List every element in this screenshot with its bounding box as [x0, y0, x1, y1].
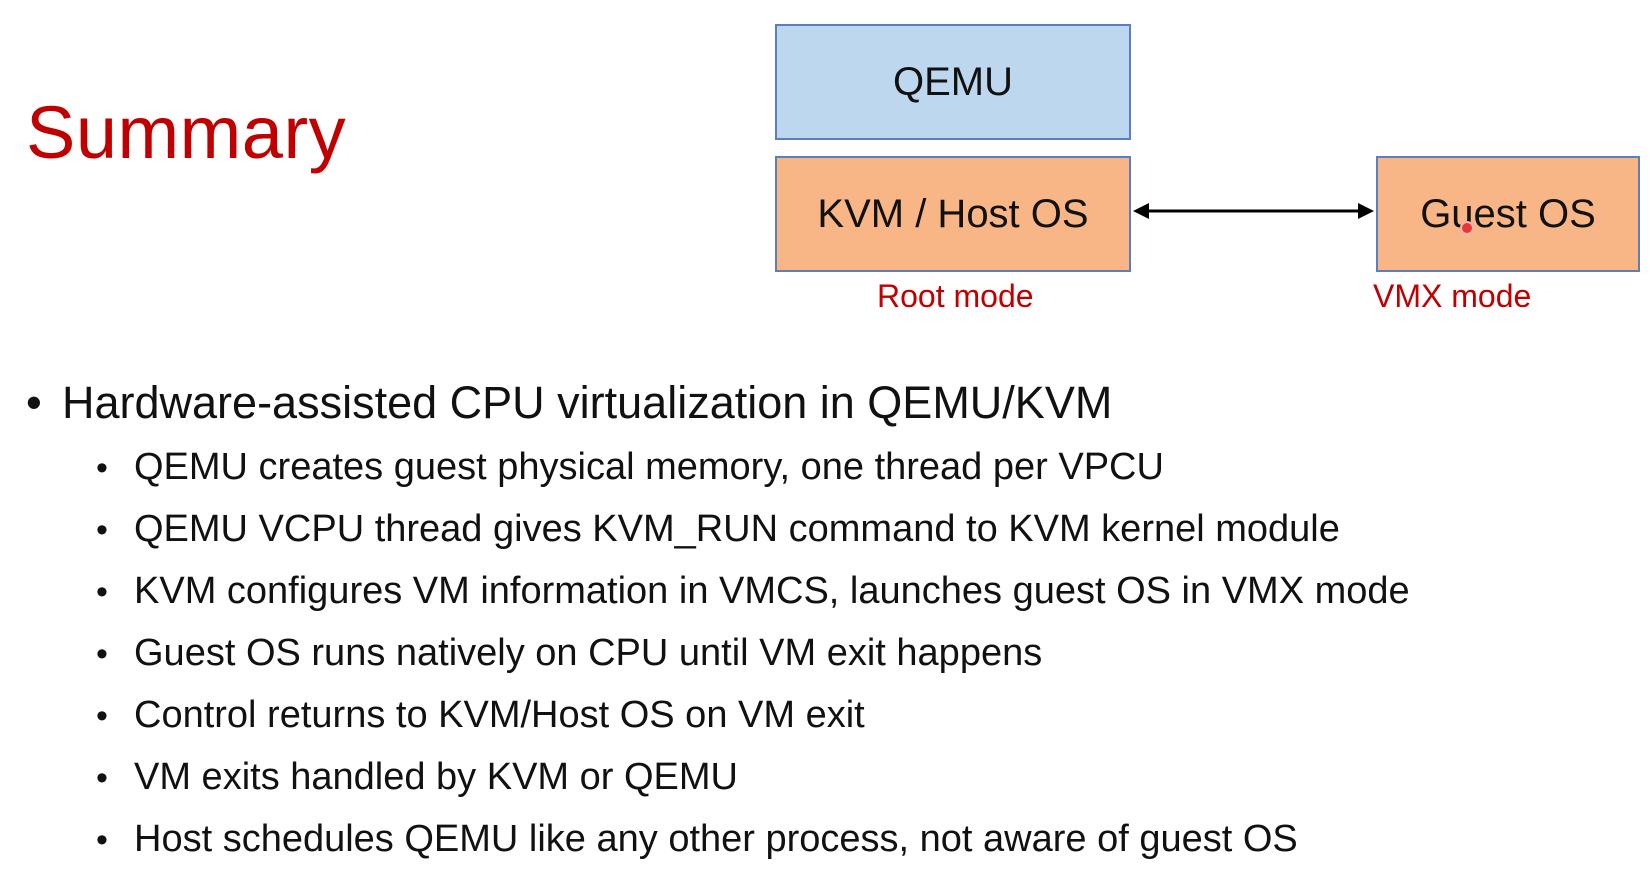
- bullet-dot-icon: •: [96, 821, 108, 859]
- bullet-dot-icon: •: [96, 635, 108, 673]
- bullet-dot-icon: •: [96, 511, 108, 549]
- pointer-dot-icon: [1460, 221, 1474, 235]
- sub-bullet: • QEMU VCPU thread gives KVM_RUN command…: [96, 508, 1410, 571]
- sub-bullet-text: Host schedules QEMU like any other proce…: [134, 818, 1298, 860]
- arrow-head-right: [1358, 203, 1374, 219]
- slide-title: Summary: [26, 91, 347, 174]
- kvm-host-os-box-label: KVM / Host OS: [817, 191, 1089, 236]
- sub-bullet-text: VM exits handled by KVM or QEMU: [134, 756, 738, 798]
- vmx-mode-label: VMX mode: [1373, 278, 1532, 314]
- sub-bullet: • Control returns to KVM/Host OS on VM e…: [96, 694, 1410, 757]
- bullet-dot-icon: •: [26, 377, 42, 428]
- kvm-host-os-box: KVM / Host OS: [775, 156, 1131, 272]
- sub-bullet: • QEMU creates guest physical memory, on…: [96, 446, 1410, 509]
- sub-bullet-text: QEMU VCPU thread gives KVM_RUN command t…: [134, 508, 1340, 550]
- bullet-dot-icon: •: [96, 697, 108, 735]
- qemu-box-label: QEMU: [893, 59, 1013, 104]
- sub-bullet: • Guest OS runs natively on CPU until VM…: [96, 632, 1410, 695]
- sub-bullet-text: Guest OS runs natively on CPU until VM e…: [134, 632, 1043, 674]
- bidirectional-arrow: [1133, 203, 1374, 219]
- arrow-head-left: [1133, 203, 1149, 219]
- sub-bullet-list: • QEMU creates guest physical memory, on…: [96, 446, 1410, 881]
- root-mode-label: Root mode: [877, 278, 1034, 314]
- main-bullet-text: Hardware-assisted CPU virtualization in …: [62, 377, 1113, 428]
- sub-bullet: • Host schedules QEMU like any other pro…: [96, 818, 1410, 881]
- main-bullet: • Hardware-assisted CPU virtualization i…: [26, 378, 1112, 428]
- sub-bullet-text: Control returns to KVM/Host OS on VM exi…: [134, 694, 865, 736]
- guest-os-box: Guest OS: [1376, 156, 1640, 272]
- sub-bullet-text: KVM configures VM information in VMCS, l…: [134, 570, 1410, 612]
- sub-bullet: • VM exits handled by KVM or QEMU: [96, 756, 1410, 819]
- sub-bullet: • KVM configures VM information in VMCS,…: [96, 570, 1410, 633]
- bullet-dot-icon: •: [96, 573, 108, 611]
- qemu-box: QEMU: [775, 24, 1131, 140]
- guest-os-box-label: Guest OS: [1420, 191, 1596, 236]
- bullet-dot-icon: •: [96, 449, 108, 487]
- bullet-dot-icon: •: [96, 759, 108, 797]
- sub-bullet-text: QEMU creates guest physical memory, one …: [134, 446, 1164, 488]
